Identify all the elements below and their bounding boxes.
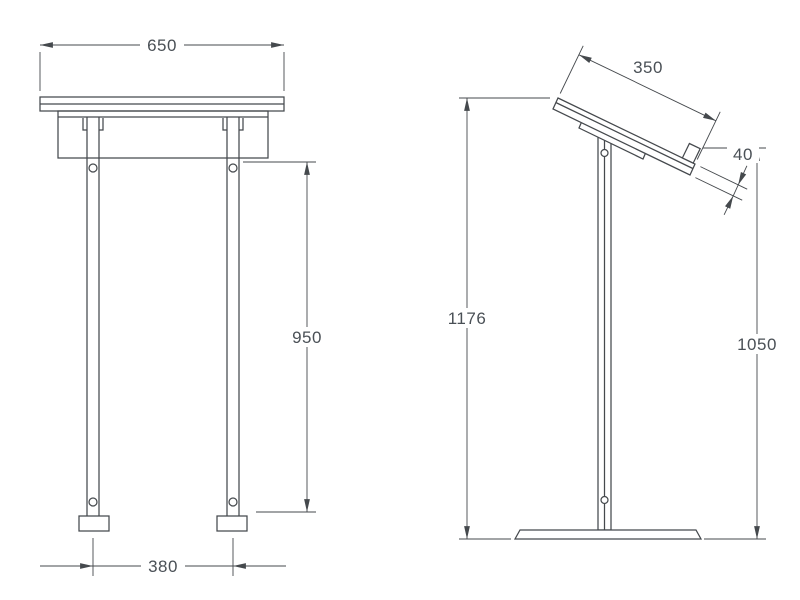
- dim-leg-spacing-label-bg: [141, 556, 185, 576]
- side-book-ledge: [681, 142, 702, 164]
- dim-overall-height-label-bg: [440, 308, 494, 328]
- dim-top-depth-ext-right: [696, 111, 721, 160]
- front-screw-top-right: [228, 163, 238, 173]
- dim-height: 950: [243, 161, 329, 513]
- front-right-bracket-hook-b: [239, 118, 244, 131]
- side-reading-top: [552, 97, 696, 176]
- front-apron: [57, 110, 269, 159]
- front-left-bracket-hook-b: [99, 118, 104, 131]
- dim-top-width: 650: [39, 35, 285, 91]
- side-reading-top-edge: [555, 101, 694, 170]
- dim-top-thickness-arrow-top: [737, 165, 748, 186]
- dim-top-thickness-line: [732, 184, 739, 197]
- dim-top-depth-ext-left: [559, 45, 584, 94]
- dim-leg-spacing-value: 380: [148, 557, 178, 576]
- front-view: 650 950 380: [39, 35, 329, 576]
- front-left-bracket-hook-a: [82, 118, 87, 131]
- side-base-plate: [513, 529, 703, 540]
- dim-height-value: 950: [292, 328, 322, 347]
- front-screw-top-left: [88, 163, 98, 173]
- dim-top-thickness-value: 40: [733, 145, 753, 164]
- dim-top-width-label-bg: [140, 35, 184, 55]
- dim-overall-height: 1176: [440, 97, 550, 540]
- dim-top-thickness-ext-top: [700, 166, 748, 190]
- dim-top-depth-line: [578, 54, 717, 122]
- side-screw-bottom: [600, 495, 609, 505]
- front-right-foot: [216, 515, 248, 532]
- dim-top-depth: 350: [559, 45, 721, 160]
- front-screw-bottom-left: [88, 497, 98, 507]
- dim-overall-height-value: 1176: [448, 309, 487, 328]
- dim-height-label-bg: [285, 327, 329, 347]
- dim-front-height-label-bg: [730, 334, 784, 354]
- dim-top-thickness-label-bg: [727, 146, 759, 163]
- dim-front-height-value: 1050: [737, 335, 777, 354]
- dim-top-thickness: 40: [695, 145, 759, 215]
- side-view: 1176 1050 350 40: [440, 45, 784, 540]
- side-screw-top: [600, 148, 609, 158]
- side-view-object: [513, 97, 703, 540]
- front-left-foot: [78, 515, 110, 532]
- front-right-bracket-hook-a: [222, 118, 227, 131]
- dim-front-height: 1050: [703, 147, 784, 540]
- dim-top-depth-value: 350: [633, 58, 663, 77]
- dim-top-thickness-arrow-bottom: [723, 195, 734, 215]
- dim-top-thickness-ext-bottom: [695, 177, 743, 201]
- dim-leg-spacing: 380: [40, 538, 286, 576]
- front-view-object: [39, 96, 285, 532]
- front-screw-bottom-right: [228, 497, 238, 507]
- dim-top-width-value: 650: [147, 36, 177, 55]
